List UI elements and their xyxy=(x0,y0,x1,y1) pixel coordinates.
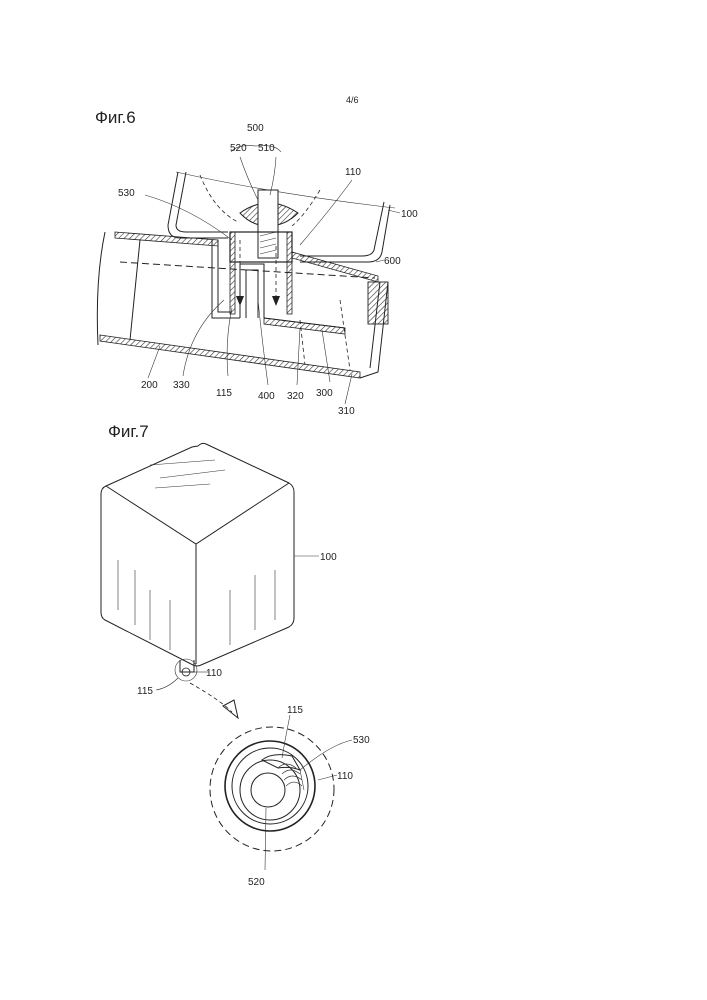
label-530: 530 xyxy=(118,188,135,199)
label-500: 500 xyxy=(247,123,264,134)
outlet-110 xyxy=(175,659,197,681)
outlet-detail-view xyxy=(210,727,334,851)
figure-6-title: Фиг.6 xyxy=(95,108,136,127)
fig7-label-110: 110 xyxy=(206,668,222,679)
fig7-leader-lines xyxy=(156,556,352,870)
label-100: 100 xyxy=(401,209,418,220)
figure-7-title: Фиг.7 xyxy=(108,422,149,441)
fig7-label-100: 100 xyxy=(320,552,337,563)
figure-6: Фиг.6 xyxy=(95,108,418,417)
label-310: 310 xyxy=(338,406,355,417)
fig7-detail-label-520: 520 xyxy=(248,877,265,888)
label-115: 115 xyxy=(216,388,232,399)
label-510: 510 xyxy=(258,143,275,154)
detail-arrow-head xyxy=(223,700,238,718)
cube-tank-100 xyxy=(101,443,294,666)
label-520: 520 xyxy=(230,143,247,154)
label-400: 400 xyxy=(258,391,275,402)
lower-housing-200 xyxy=(97,232,388,378)
fig7-label-115: 115 xyxy=(137,686,153,697)
figure-7: Фиг.7 xyxy=(101,422,370,888)
label-110: 110 xyxy=(345,167,361,178)
fig7-detail-label-530: 530 xyxy=(353,735,370,746)
label-320: 320 xyxy=(287,391,304,402)
label-200: 200 xyxy=(141,380,158,391)
label-330: 330 xyxy=(173,380,190,391)
valve-ball-520 xyxy=(251,773,285,807)
page-number: 4/6 xyxy=(346,95,359,105)
label-600: 600 xyxy=(384,256,401,267)
fig7-detail-label-115: 115 xyxy=(287,705,303,716)
label-300: 300 xyxy=(316,388,333,399)
fig7-detail-label-110: 110 xyxy=(337,771,353,782)
